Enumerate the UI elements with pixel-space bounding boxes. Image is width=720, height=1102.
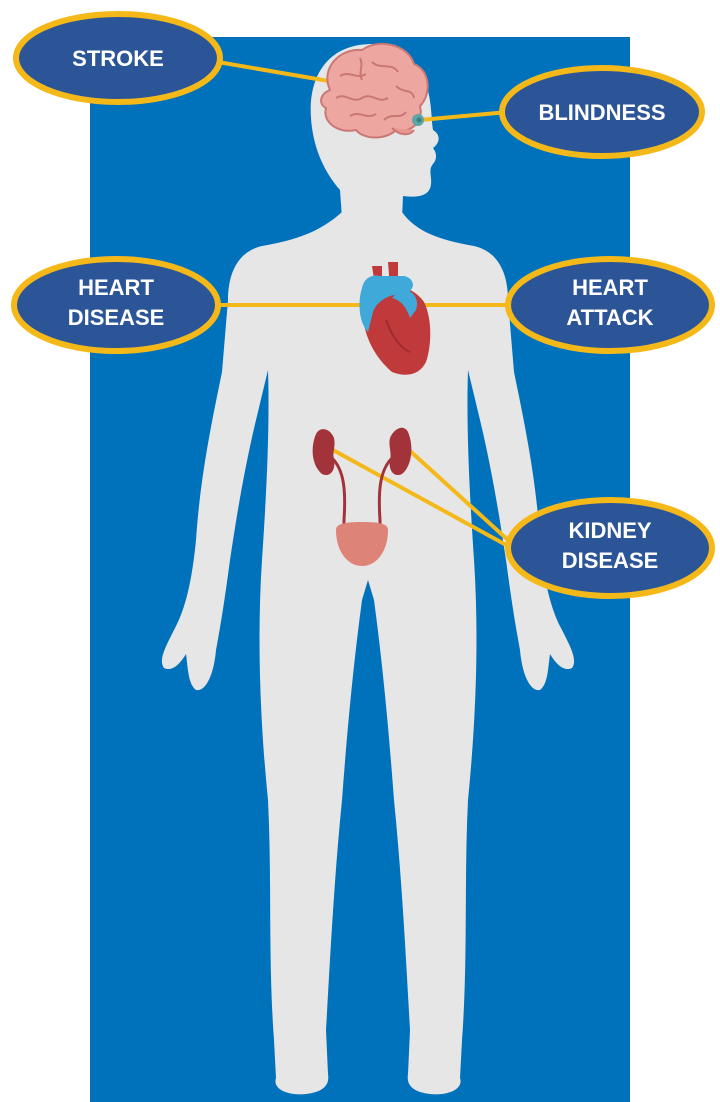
label-kidney-disease: KIDNEY DISEASE — [508, 500, 712, 596]
brain-icon — [321, 44, 428, 138]
label-kidney-disease-line1: KIDNEY — [568, 518, 651, 543]
label-heart-attack: HEART ATTACK — [508, 259, 712, 351]
label-heart-disease-line1: HEART — [78, 275, 154, 300]
label-heart-attack-line2: ATTACK — [566, 305, 653, 330]
eye-icon — [412, 114, 424, 126]
label-blindness-text: BLINDNESS — [538, 100, 665, 125]
label-stroke-text: STROKE — [72, 46, 164, 71]
label-heart-disease-line2: DISEASE — [68, 305, 165, 330]
label-heart-attack-line1: HEART — [572, 275, 648, 300]
label-heart-disease: HEART DISEASE — [14, 259, 218, 351]
label-blindness: BLINDNESS — [502, 68, 702, 156]
label-stroke: STROKE — [16, 14, 220, 102]
label-kidney-disease-line2: DISEASE — [562, 548, 659, 573]
